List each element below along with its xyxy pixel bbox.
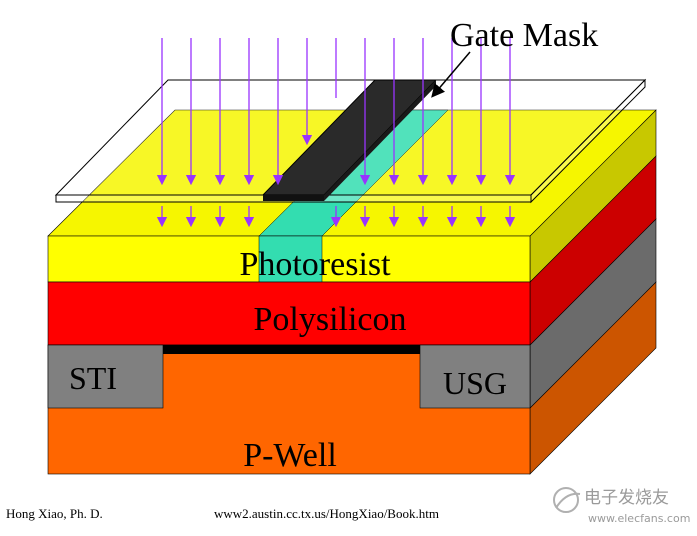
pwell-label: P-Well	[243, 437, 337, 474]
sti-label: STI	[69, 360, 117, 396]
usg-block	[419, 344, 531, 409]
photoresist-label: Photoresist	[239, 246, 391, 283]
gate-mask-label: Gate Mask	[450, 17, 598, 54]
usg-label: USG	[443, 365, 507, 401]
footer-url: www2.austin.cc.tx.us/HongXiao/Book.htm	[214, 506, 439, 521]
watermark-logo: 电子发烧友 www.elecfans.com	[553, 487, 690, 525]
footer-author: Hong Xiao, Ph. D.	[6, 506, 103, 521]
mask-plate-side	[530, 78, 646, 204]
gate-mask-pattern-side	[324, 80, 436, 201]
gate-mask-pattern-front	[263, 195, 324, 201]
mask-label-pointer	[431, 51, 471, 98]
exposed-region-front	[258, 235, 323, 283]
uv-arrows-upper	[156, 38, 516, 186]
watermark-main: 电子发烧友	[584, 488, 669, 508]
watermark-swirl-tail	[555, 492, 581, 509]
sti-block	[47, 344, 164, 409]
polysilicon-label: Polysilicon	[253, 301, 406, 338]
uv-arrows-lower	[156, 206, 516, 228]
gate-oxide	[163, 345, 420, 354]
watermark-swirl-icon	[553, 487, 579, 513]
polysilicon-front	[47, 281, 531, 346]
watermark-sub: www.elecfans.com	[588, 512, 690, 525]
